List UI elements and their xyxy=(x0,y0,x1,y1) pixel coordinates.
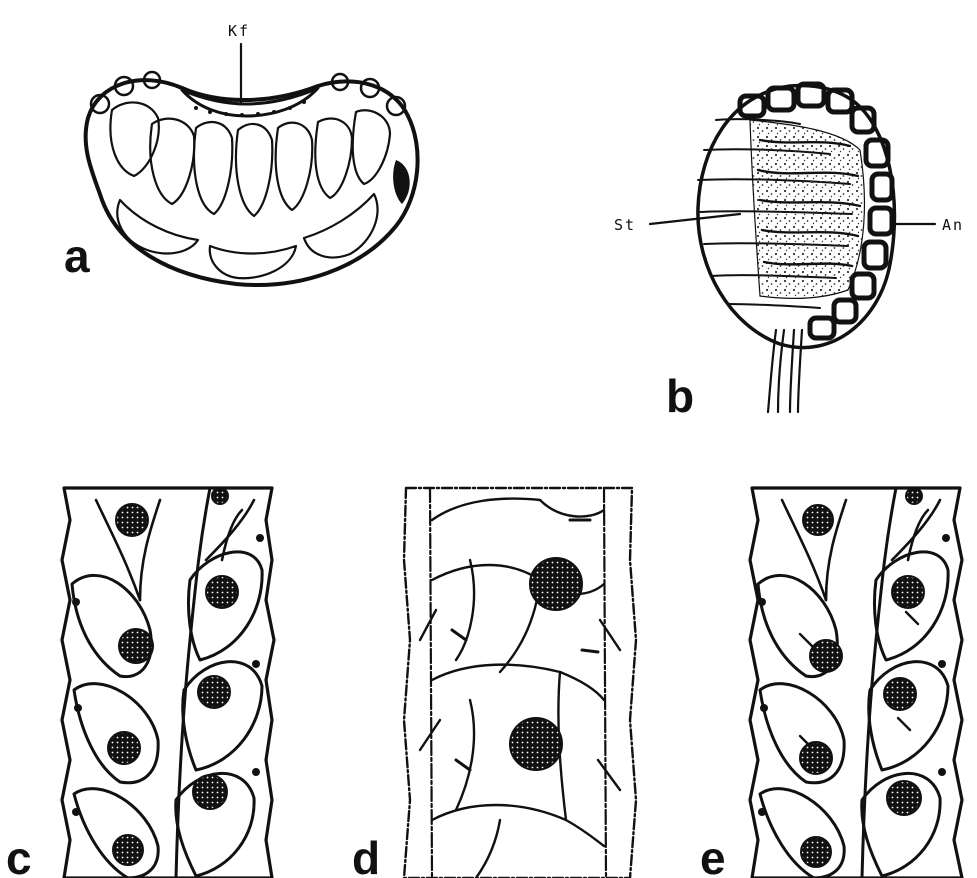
panel-letter-d: d xyxy=(352,832,380,878)
frond-segment-c-drawing xyxy=(62,488,274,878)
panel-e: e xyxy=(700,488,962,878)
panel-letter-a: a xyxy=(64,230,90,282)
frond-segment-e-drawing xyxy=(750,488,962,878)
panel-a: Kf a xyxy=(64,22,418,285)
panel-letter-b: b xyxy=(666,370,694,422)
panel-letter-e: e xyxy=(700,832,726,878)
callout-kf: Kf xyxy=(228,22,250,40)
panel-b: St An b xyxy=(614,84,964,422)
sorophore-head-drawing xyxy=(86,72,418,285)
panel-d: d xyxy=(352,488,636,878)
callout-st: St xyxy=(614,216,636,234)
callout-an: An xyxy=(942,216,964,234)
frond-segment-d-drawing xyxy=(404,488,636,878)
callout-line-st xyxy=(650,214,740,224)
panel-letter-c: c xyxy=(6,832,32,878)
sectioned-head-drawing xyxy=(698,84,895,412)
panel-c: c xyxy=(6,488,274,878)
